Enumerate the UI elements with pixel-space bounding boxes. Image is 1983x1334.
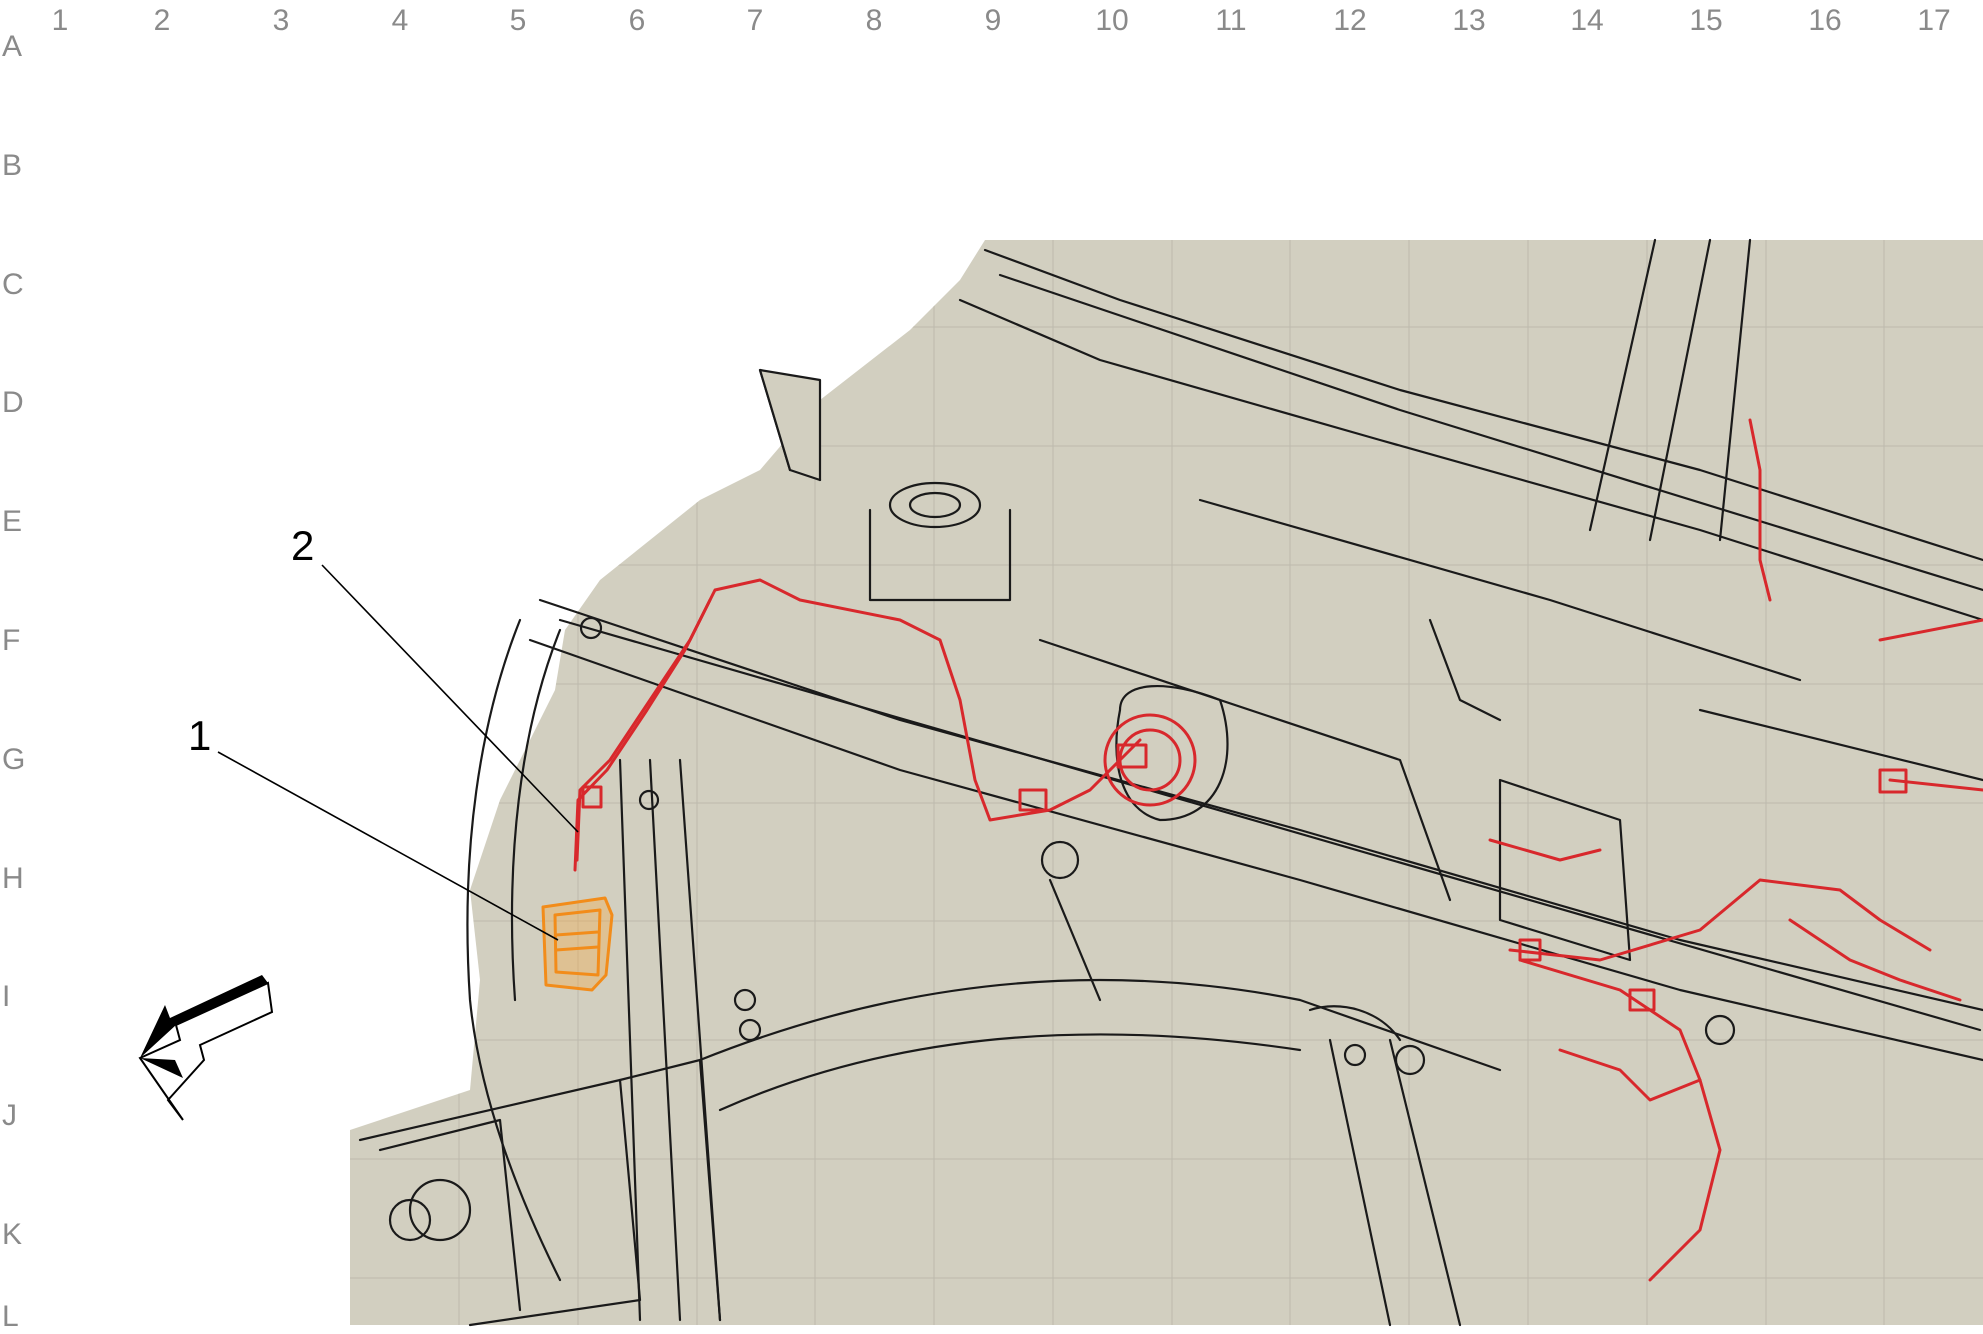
- column-label: 8: [865, 4, 883, 37]
- leader-line-1: [217, 751, 559, 941]
- column-label: 15: [1689, 4, 1723, 37]
- highlighted-module: [541, 896, 614, 992]
- row-label: A: [2, 30, 23, 63]
- row-label: D: [2, 386, 24, 419]
- column-label: 9: [984, 4, 1002, 37]
- column-label: 1: [51, 4, 69, 37]
- column-label: 10: [1095, 4, 1129, 37]
- column-label: 17: [1917, 4, 1951, 37]
- callout-leader-lines: [217, 564, 579, 941]
- row-label: G: [2, 743, 26, 776]
- column-label: 2: [153, 4, 171, 37]
- column-label: 7: [746, 4, 764, 37]
- body-structure: [358, 238, 1983, 1327]
- front-direction-arrow-icon: [138, 975, 274, 1121]
- callout-2: 2: [291, 522, 315, 569]
- column-label: 16: [1808, 4, 1842, 37]
- row-label: B: [2, 149, 23, 182]
- row-label: K: [2, 1218, 23, 1251]
- row-label: C: [2, 268, 24, 301]
- row-label: L: [2, 1300, 19, 1333]
- column-label: 14: [1570, 4, 1604, 37]
- column-label: 12: [1333, 4, 1367, 37]
- column-label: 11: [1215, 4, 1247, 37]
- column-label: 4: [391, 4, 409, 37]
- column-label: 3: [272, 4, 290, 37]
- callout-1: 1: [188, 712, 212, 759]
- column-label: 6: [628, 4, 646, 37]
- row-label: F: [2, 624, 21, 657]
- row-label: H: [2, 862, 24, 895]
- column-label: 5: [509, 4, 527, 37]
- column-label: 13: [1452, 4, 1486, 37]
- leader-line-2: [321, 564, 579, 833]
- wiring-harness: [573, 418, 1983, 1282]
- row-label: E: [2, 505, 23, 538]
- row-label: I: [2, 980, 11, 1013]
- row-label: J: [2, 1099, 17, 1132]
